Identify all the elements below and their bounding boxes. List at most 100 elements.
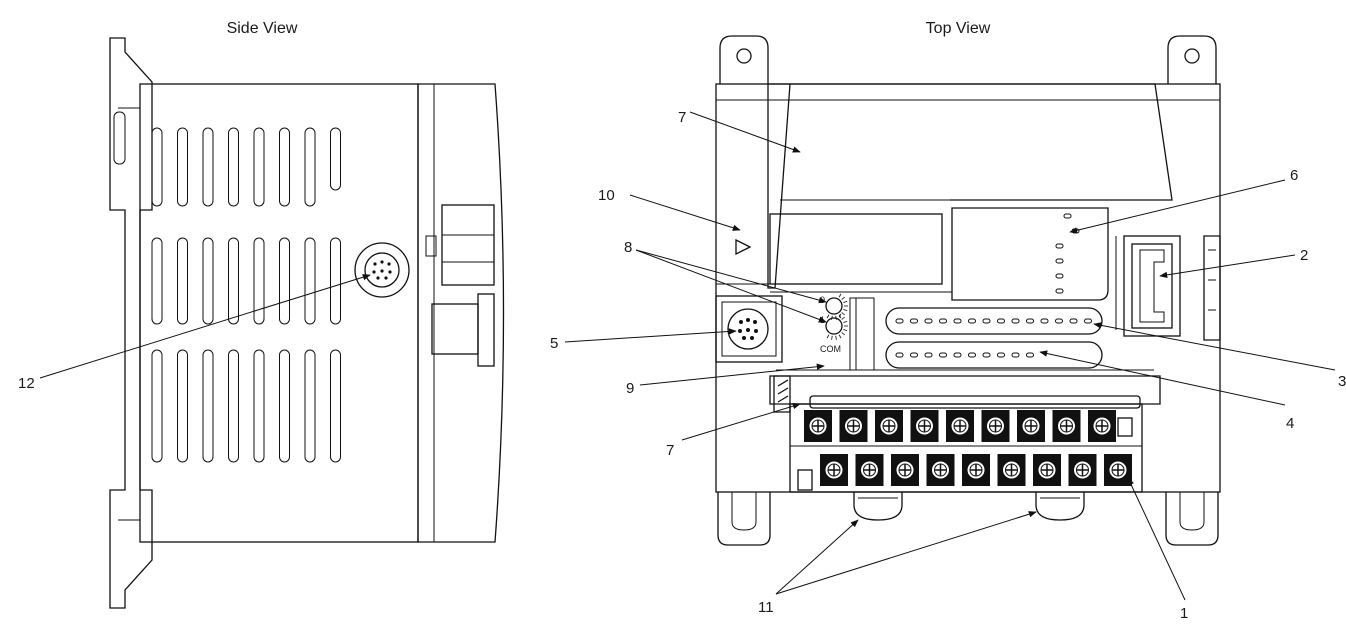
pointer-7b <box>681 403 801 441</box>
status-led-section <box>951 207 1109 301</box>
side-connector-bottom <box>431 303 479 355</box>
side-connector-top <box>441 204 495 286</box>
mount-tab-top-left <box>719 35 769 84</box>
pot-tick <box>831 315 833 320</box>
pot-tick <box>843 300 848 303</box>
side-view-title: Side View <box>227 20 298 37</box>
vent-slot <box>330 127 341 191</box>
top-view: 0 1 COM <box>715 35 1221 546</box>
pot-tick <box>841 312 845 316</box>
callout-10: 10 <box>598 187 615 204</box>
input-led <box>1069 318 1078 324</box>
trim-pot-1 <box>825 317 843 335</box>
vent-slot <box>202 349 214 463</box>
vent-slot <box>279 127 290 207</box>
mount-tab-top-right <box>1167 35 1217 84</box>
input-led <box>1084 318 1092 324</box>
callout-12: 12 <box>18 375 35 392</box>
vent-slot <box>253 349 265 463</box>
vent-slot <box>279 237 290 325</box>
vent-slot <box>151 237 163 325</box>
trim-pot-0-label: 0 <box>820 295 825 305</box>
pot-tick <box>838 313 842 318</box>
callout-7-top: 7 <box>678 109 686 126</box>
pot-tick <box>841 296 845 300</box>
callout-numbers: 12 7 10 8 5 9 7 6 2 3 4 11 1 <box>18 109 1346 622</box>
status-led <box>1055 258 1064 264</box>
expansion-connector <box>1123 235 1181 337</box>
rail-slot <box>113 111 126 165</box>
mount-tab-bottom-left <box>717 492 771 546</box>
cover-arrow-indicator <box>735 238 752 256</box>
output-led <box>924 352 933 358</box>
pointer-2 <box>1159 254 1296 279</box>
vent-slot <box>304 127 316 207</box>
vent-slot <box>177 349 188 463</box>
input-led <box>1026 318 1034 324</box>
vent-slot <box>304 349 316 463</box>
vent-slot <box>151 127 163 207</box>
callout-1: 1 <box>1180 605 1188 622</box>
callout-4: 4 <box>1286 415 1294 432</box>
side-port-bezel <box>354 242 410 298</box>
vent-slot <box>330 349 341 463</box>
callout-8: 8 <box>624 239 632 256</box>
pot-tick <box>841 316 845 320</box>
vent-slot <box>228 349 239 463</box>
com-label: COM <box>820 344 841 354</box>
pot-tick <box>826 334 830 339</box>
pointer-4 <box>1039 350 1286 406</box>
vent-slot <box>330 237 341 325</box>
status-led <box>1055 288 1064 294</box>
trim-pot-0 <box>825 297 843 315</box>
output-led <box>968 352 976 358</box>
din-latch-left <box>853 492 903 521</box>
side-port <box>364 252 400 288</box>
output-led <box>1011 352 1020 358</box>
side-view <box>109 37 505 609</box>
pointer-9 <box>639 363 825 386</box>
terminal-screws <box>804 410 1132 486</box>
status-led <box>1055 273 1064 279</box>
input-led <box>953 318 962 324</box>
pointer-10 <box>629 194 741 231</box>
callout-9: 9 <box>626 380 634 397</box>
pointer-11b <box>775 511 1037 595</box>
callout-5: 5 <box>550 335 558 352</box>
callout-3: 3 <box>1338 373 1346 390</box>
side-port-pins <box>372 260 392 280</box>
vent-slot <box>177 127 188 207</box>
vent-slot <box>202 237 214 325</box>
vent-slot <box>279 349 290 463</box>
pointer-7a <box>689 111 801 153</box>
callout-2: 2 <box>1300 247 1308 264</box>
mount-tab-bottom-right <box>1165 492 1219 546</box>
output-led <box>939 352 947 358</box>
output-led <box>895 352 904 358</box>
pointer-8b <box>635 249 827 323</box>
comm-port <box>727 308 769 350</box>
output-led <box>997 352 1005 358</box>
status-led <box>1063 213 1072 219</box>
pointer-12 <box>39 274 371 379</box>
output-led <box>1026 352 1034 358</box>
vent-slot <box>177 237 188 325</box>
vent-slot <box>151 349 163 463</box>
pot-tick <box>826 314 830 319</box>
output-led <box>953 352 962 358</box>
input-led <box>982 318 991 324</box>
comm-port-pins <box>738 318 758 340</box>
pot-tick <box>838 334 842 339</box>
pointer-3 <box>1093 322 1336 371</box>
din-latch-right <box>1035 492 1085 521</box>
callout-pointers <box>39 111 1336 601</box>
input-led <box>1011 318 1020 324</box>
input-led <box>997 318 1005 324</box>
pot-tick <box>843 320 848 323</box>
din-rail-profile <box>109 37 153 609</box>
input-led <box>968 318 976 324</box>
vent-slot <box>304 237 316 325</box>
pointer-6 <box>1069 179 1286 234</box>
top-cover-door <box>790 83 1173 201</box>
